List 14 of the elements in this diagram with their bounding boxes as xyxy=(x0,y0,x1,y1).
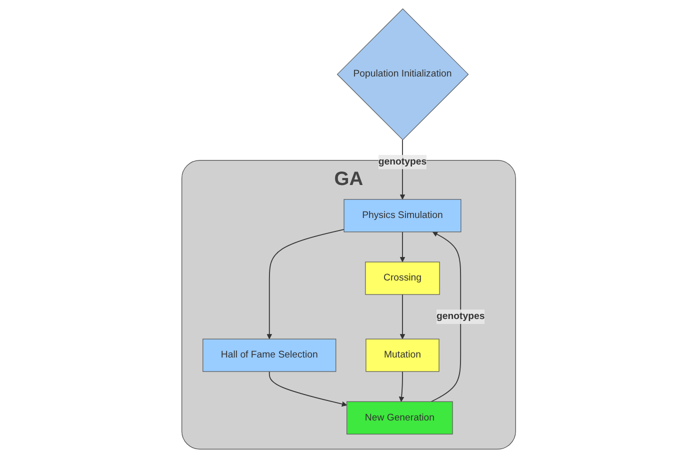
arrow xyxy=(399,371,404,402)
node-box: Crossing xyxy=(365,262,440,295)
edge-label: genotypes xyxy=(378,156,427,167)
arrow xyxy=(400,231,406,262)
edge-label: genotypes xyxy=(436,311,485,322)
node-box: Hall of Fame Selection xyxy=(202,338,336,372)
node-diamond: Population Initialization xyxy=(337,8,469,140)
arrow xyxy=(431,232,462,402)
node-box: Mutation xyxy=(366,338,440,372)
node-box: New Generation xyxy=(346,401,454,434)
arrow xyxy=(400,294,406,340)
node-box: Physics Simulation xyxy=(344,199,462,232)
arrow xyxy=(269,371,348,407)
arrow xyxy=(267,228,345,340)
